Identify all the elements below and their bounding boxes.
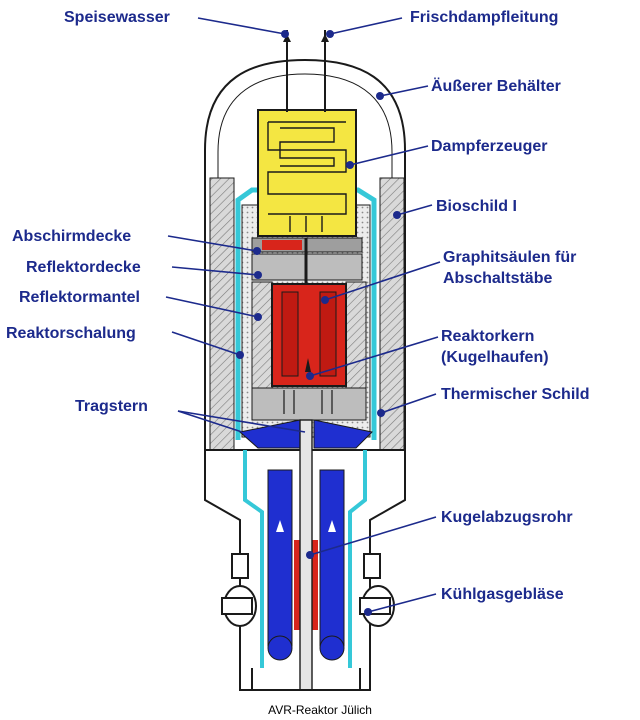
coolant-arrow-left: [276, 520, 284, 532]
coolant-channel-right-bottom: [319, 635, 345, 661]
label-kugelabzugsrohr: Kugelabzugsrohr: [441, 509, 573, 526]
core-flow-arrow: [305, 358, 311, 372]
coolant-channel-right: [319, 469, 345, 647]
steam-arrow: [321, 34, 329, 42]
labels: Speisewasser Frischdampfleitung Äußerer …: [6, 9, 590, 717]
label-abschirmdecke: Abschirmdecke: [12, 228, 131, 245]
outer-vessel-inner-line: [217, 73, 393, 448]
coolant-channel-left: [267, 469, 293, 647]
coolant-arrow-right: [328, 520, 336, 532]
reactor-drawing: [204, 30, 406, 691]
label-dampferzeuger: Dampferzeuger: [431, 138, 547, 155]
label-thermischer-schild: Thermischer Schild: [441, 386, 590, 403]
core-bottom: [251, 387, 367, 421]
label-tragstern: Tragstern: [75, 398, 148, 415]
reflector-mantle-left: [251, 281, 273, 391]
label-reflektordecke: Reflektordecke: [26, 259, 141, 276]
label-reaktorschalung: Reaktorschalung: [6, 325, 136, 342]
graphite-column-2: [319, 291, 337, 377]
lower-cyan-liner: [243, 450, 367, 668]
label-speisewasser: Speisewasser: [64, 9, 170, 26]
label-kuehlgasgeblaese: Kühlgasgebläse: [441, 586, 564, 603]
label-reaktorkern-line1: Reaktorkern: [441, 328, 534, 345]
diagram-caption: AVR-Reaktor Jülich: [268, 703, 372, 717]
bioshield-right: [379, 177, 405, 451]
label-bioschild: Bioschild I: [436, 198, 517, 215]
leader-dots: [236, 30, 401, 616]
steam-generator: [257, 109, 357, 237]
label-reflektormantel: Reflektormantel: [19, 289, 140, 306]
bottom-loop: [251, 668, 361, 691]
coolant-channel-left-bottom: [267, 635, 293, 661]
coolant-blower-left: [221, 585, 257, 627]
leader-lines: [165, 17, 441, 613]
red-side-right: [312, 540, 318, 630]
steam-generator-coils: [267, 121, 347, 232]
support-channels: [283, 390, 333, 414]
label-graphitsaeulen-line2: Abschaltstäbe: [443, 270, 552, 287]
label-frischdampfleitung: Frischdampfleitung: [410, 9, 558, 26]
upper-side-fittings: [231, 553, 381, 579]
label-reaktorkern-line2: (Kugelhaufen): [441, 349, 549, 366]
support-star-right: [313, 419, 374, 449]
label-aeusserer-behaelter: Äußerer Behälter: [431, 77, 561, 95]
red-side-left: [294, 540, 300, 630]
feedwater-arrow: [283, 34, 291, 42]
graphite-column: [281, 291, 299, 377]
bioshield-left: [209, 177, 235, 451]
reflector-mantle-right: [345, 281, 367, 391]
shield-ceiling-red: [262, 240, 302, 250]
label-graphitsaeulen-line1: Graphitsäulen für: [443, 249, 576, 266]
